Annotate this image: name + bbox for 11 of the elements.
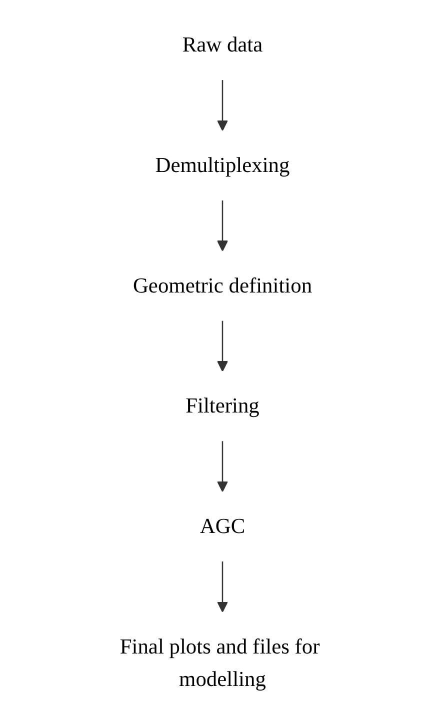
arrow [216,561,228,612]
arrow [216,80,228,131]
arrow [216,441,228,492]
node-text: AGC [200,514,246,538]
node-text: Geometric definition [132,273,312,298]
node-text: Final plots and files for modelling [120,634,320,691]
node-text: Filtering [186,394,260,418]
arrow [216,200,228,252]
node-text: Raw data [182,32,263,57]
node-text: Demultiplexing [155,153,290,178]
arrow [216,320,228,372]
